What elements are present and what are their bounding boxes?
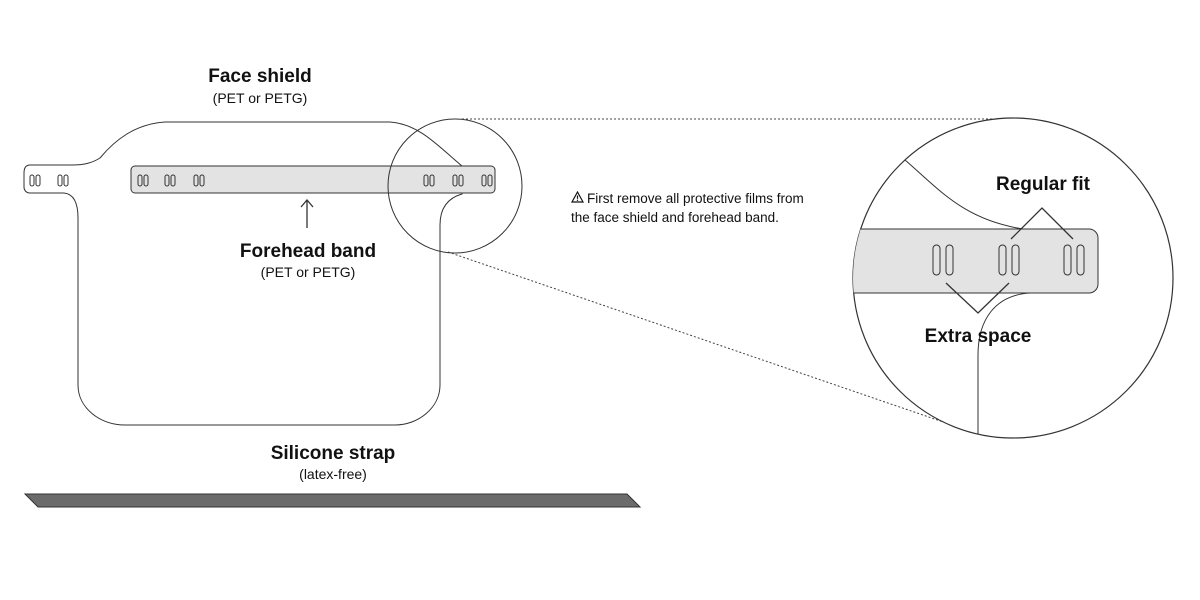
zoom-band-slots [932,244,1085,276]
forehead-band-slots [137,174,493,187]
extra-space-pointer [945,282,1010,314]
note-line-1: First remove all protective films from [570,189,841,208]
zoom-shield-edge-lower [977,292,1088,438]
up-arrow-icon [300,199,314,228]
face-shield-outline [23,121,463,426]
zoom-connector-bottom [447,251,953,426]
left-tab-slots [29,174,69,187]
regular-fit-pointer [1010,207,1074,240]
silicone-strap [23,493,642,508]
zoom-source-circle [387,118,523,254]
zoom-shield-edge-upper [904,159,1031,231]
extra-space-label: Extra space [924,326,1032,347]
silicone-strap-title: Silicone strap [270,443,396,464]
silicone-strap-material: (latex-free) [299,466,367,482]
zoom-forehead-band [853,228,1099,294]
protective-film-note: First remove all protective films from t… [570,189,841,227]
face-shield-material: (PET or PETG) [212,90,308,106]
zoom-detail-content [853,159,1099,438]
forehead-band-material: (PET or PETG) [260,264,356,280]
regular-fit-label: Regular fit [996,174,1090,195]
note-text-line-2: the face shield and forehead band. [571,210,779,225]
forehead-band [130,165,496,194]
forehead-band-title: Forehead band [239,241,377,262]
face-shield-title: Face shield [208,66,312,87]
warning-triangle-icon [570,189,585,208]
note-text-line-1: First remove all protective films from [587,191,804,206]
